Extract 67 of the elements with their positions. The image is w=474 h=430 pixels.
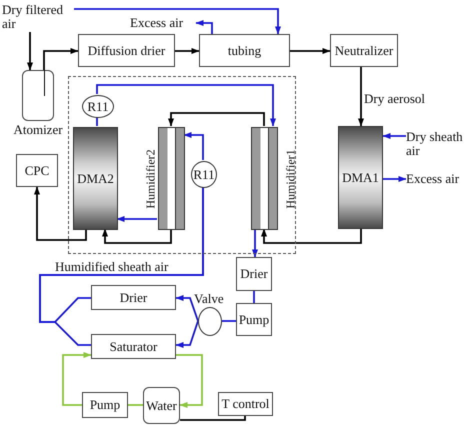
flow-label: Dry filtered air	[2, 2, 74, 32]
process-box	[199, 34, 290, 67]
component-caption: Atomizer	[13, 123, 63, 137]
flow-label: Dry sheath air	[406, 128, 472, 160]
component-label: Saturator	[110, 340, 158, 354]
component-label: R11	[193, 168, 215, 182]
flow-line	[196, 20, 213, 34]
flow-line	[253, 291, 255, 303]
flow-line	[184, 132, 204, 160]
dashed-enclosure	[68, 76, 296, 254]
flow-line	[261, 228, 362, 244]
component-label: CPC	[24, 164, 50, 178]
process-box	[78, 34, 175, 67]
flow-line	[176, 295, 199, 322]
component-caption: Humidifier1	[284, 148, 298, 208]
process-box	[16, 154, 58, 187]
flow-line	[128, 404, 143, 406]
water-tank	[143, 387, 180, 424]
component-label: Pump	[90, 398, 120, 412]
component-label: T control	[222, 397, 270, 411]
component-label: Drier	[240, 267, 268, 281]
process-box	[218, 392, 273, 416]
flow-line	[176, 354, 203, 408]
process-box	[330, 34, 398, 67]
process-box	[82, 392, 128, 418]
flow-line	[176, 320, 199, 348]
dma-column	[338, 126, 383, 229]
flow-line	[43, 48, 78, 70]
component-label: Water	[146, 398, 177, 412]
flow-line	[252, 229, 258, 258]
flow-label: Excess air	[130, 16, 196, 30]
flow-line	[168, 112, 265, 126]
flow-line	[180, 416, 246, 421]
process-box	[91, 285, 176, 310]
process-box	[236, 303, 272, 336]
valve-caption: Valve	[194, 292, 224, 306]
component-label: Diffusion drier	[88, 44, 166, 58]
flow-line	[383, 176, 406, 182]
flow-line	[62, 352, 92, 406]
flow-line	[358, 67, 364, 126]
flow-line	[102, 228, 172, 244]
component-label: R11	[87, 100, 109, 114]
flow-label: Humidified sheath air	[55, 259, 168, 275]
sensor-circle	[191, 161, 217, 188]
process-box	[236, 257, 272, 291]
flow-line	[290, 48, 330, 54]
component-label: tubing	[228, 44, 262, 58]
sensor-circle	[82, 95, 114, 118]
flow-label: Excess air	[406, 172, 472, 186]
flow-line	[222, 320, 236, 322]
flow-line	[96, 84, 276, 126]
component-label: DMA2	[77, 172, 114, 186]
flow-line	[382, 133, 406, 139]
component-caption: Humidifier2	[144, 148, 158, 208]
flow-line	[116, 216, 157, 222]
dma-column	[73, 127, 118, 230]
flow-line	[96, 117, 98, 126]
component-label: Drier	[120, 290, 148, 304]
component-label: DMA1	[342, 170, 379, 184]
component-label: Neutralizer	[334, 44, 394, 58]
process-box	[91, 334, 176, 359]
flow-line	[74, 8, 281, 34]
edge-label: Dry aerosol	[363, 91, 426, 107]
flow-line	[27, 32, 33, 70]
flow-line	[34, 186, 87, 241]
flow-line	[175, 48, 200, 54]
component-label: Pump	[238, 312, 270, 326]
